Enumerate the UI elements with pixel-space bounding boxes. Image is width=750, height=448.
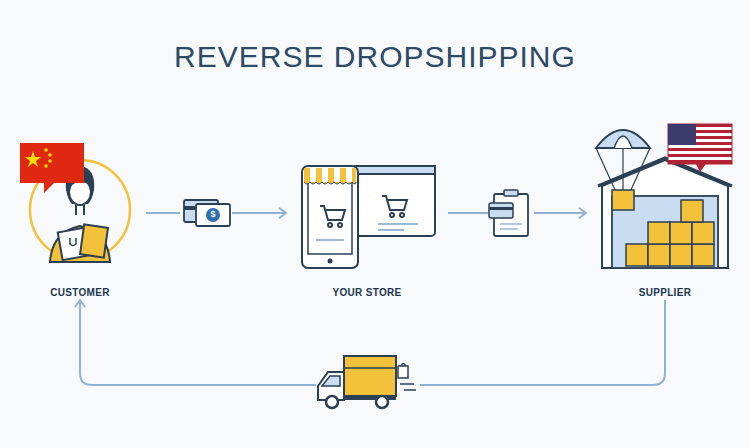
stacked-boxes-part	[681, 200, 703, 222]
customer-illustration	[20, 143, 130, 262]
supplier-illustration	[596, 124, 732, 268]
customer-illustration-part	[25, 151, 41, 167]
customer-node: CUSTOMER	[16, 132, 144, 298]
parachute-part	[612, 190, 634, 210]
delivery-truck-icon-part	[398, 364, 408, 379]
delivery-truck-icon-part	[326, 396, 338, 408]
arrow-head	[75, 300, 84, 306]
stacked-boxes-part	[670, 222, 692, 244]
currency-sign: $	[206, 210, 220, 219]
delivery-truck-icon-part	[344, 367, 396, 369]
parachute	[596, 130, 650, 210]
awning-part	[304, 182, 356, 184]
node-label: CUSTOMER	[16, 287, 144, 298]
us-flag-part	[696, 164, 706, 172]
parachute-part	[614, 136, 632, 148]
us-flag-part	[668, 124, 696, 145]
order-clipboard-icon-part	[489, 207, 513, 210]
stacked-boxes-part	[648, 244, 670, 266]
store-illustration-part	[355, 166, 435, 236]
cart-icon-part	[328, 223, 332, 227]
cart-icon-part	[390, 213, 394, 217]
customer-illustration-part	[20, 143, 84, 193]
delivery-truck-icon	[316, 348, 420, 410]
payment-cards-icon-part	[196, 204, 230, 226]
store-illustration-part	[328, 259, 333, 264]
parachute-part	[596, 148, 650, 192]
payment-cards-icon	[180, 196, 232, 230]
stacked-boxes	[626, 200, 714, 266]
store-illustration-part	[302, 166, 358, 268]
stacked-boxes-part	[648, 222, 670, 244]
cart-icon-part	[400, 213, 404, 217]
diagram-title: REVERSE DROPSHIPPING	[0, 40, 750, 74]
store-illustration	[302, 166, 435, 268]
customer-illustration-part	[48, 159, 52, 163]
awning	[304, 168, 356, 184]
cart-icon	[320, 196, 407, 227]
cart-icon-part	[338, 223, 342, 227]
us-flag-part	[668, 124, 732, 164]
customer-illustration-part	[80, 224, 108, 257]
stacked-boxes-part	[670, 244, 692, 266]
arrow-head	[580, 208, 586, 217]
stacked-boxes-part	[692, 222, 714, 244]
us-flag-part	[668, 148, 732, 151]
cart-icon-part	[382, 196, 407, 210]
customer-illustration-part	[44, 164, 48, 168]
store-node: YOUR STORE	[288, 158, 446, 298]
stacked-boxes-part	[626, 244, 648, 266]
node-label: SUPPLIER	[588, 287, 742, 298]
awning-part	[310, 168, 316, 182]
customer-illustration-part	[44, 148, 48, 152]
delivery-truck-icon-part	[322, 376, 340, 386]
stacked-boxes-part	[692, 244, 714, 266]
order-clipboard-icon	[488, 190, 534, 238]
order-clipboard-icon-part	[504, 190, 518, 196]
delivery-truck-icon-part	[400, 384, 416, 390]
supplier-node: SUPPLIER	[588, 118, 742, 298]
us-flag-part	[668, 154, 732, 157]
delivery-truck-icon-part	[344, 356, 396, 396]
store-illustration-part	[355, 166, 435, 174]
store-illustration-part	[316, 224, 418, 240]
customer-illustration-part	[48, 153, 52, 157]
awning-part	[304, 168, 356, 182]
store-illustration-part	[308, 180, 352, 254]
us-flag	[668, 124, 732, 172]
node-label: YOUR STORE	[288, 287, 446, 298]
order-clipboard-icon-part	[488, 190, 534, 238]
cart-icon-part	[320, 206, 345, 220]
order-clipboard-icon-part	[489, 203, 513, 218]
arrow-head	[280, 208, 286, 217]
supplier-illustration-part	[598, 158, 732, 186]
customer-illustration-part	[70, 238, 76, 246]
us-flag-part	[668, 160, 732, 164]
parachute-part	[596, 130, 650, 148]
awning-part	[322, 168, 328, 182]
payment-cards-icon-part	[180, 196, 232, 230]
delivery-truck-icon-part	[376, 396, 388, 408]
awning-part	[346, 168, 352, 182]
awning-part	[334, 168, 340, 182]
payment-cards-icon-part	[206, 208, 220, 222]
customer-illustration-part	[76, 205, 84, 215]
order-clipboard-icon-part	[500, 224, 522, 229]
delivery-truck-icon-part	[316, 348, 420, 410]
